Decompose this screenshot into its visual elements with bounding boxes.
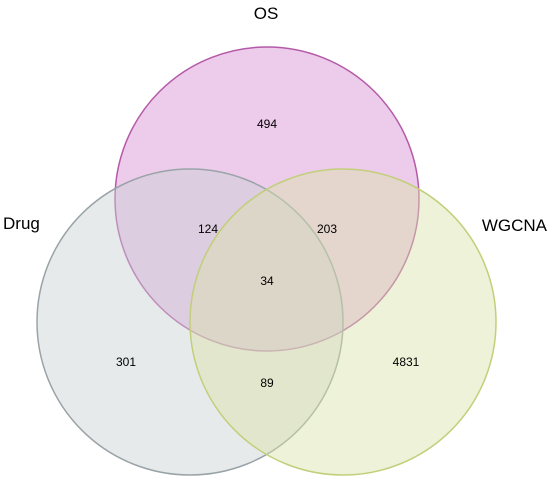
count-all-three: 34 xyxy=(260,274,274,288)
count-drug-wgcna: 89 xyxy=(260,376,274,390)
count-os-wgcna: 203 xyxy=(317,222,337,236)
circle-os xyxy=(114,46,420,352)
label-drug: Drug xyxy=(3,214,40,233)
count-os-only: 494 xyxy=(257,117,277,131)
count-drug-only: 301 xyxy=(116,355,136,369)
label-os: OS xyxy=(254,4,279,23)
count-wgcna-only: 4831 xyxy=(393,355,420,369)
count-os-drug: 124 xyxy=(198,222,218,236)
label-wgcna: WGCNA xyxy=(482,216,548,235)
circle-wgcna xyxy=(189,168,497,476)
